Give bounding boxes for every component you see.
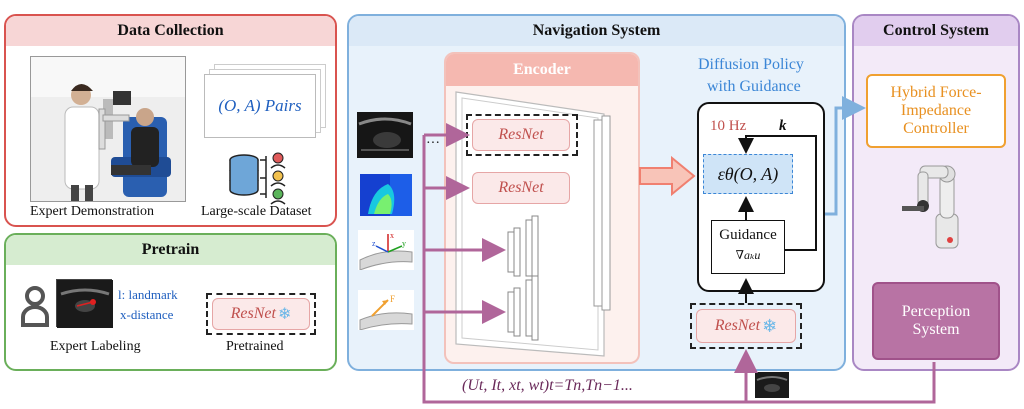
pretrained-resnet-label: ResNet (230, 305, 276, 322)
perception-system-block: Perception System (872, 282, 1000, 360)
encoder-resnet-2: ResNet (472, 172, 570, 204)
oa-pairs-label: (O, A) Pairs (204, 74, 316, 138)
encoder-resnet-2-label: ResNet (498, 179, 544, 196)
perception-resnet-frame (690, 303, 802, 349)
policy-title-line1: Diffusion Policy (698, 56, 804, 73)
perception-resnet-label: ResNet (714, 317, 761, 334)
snowflake-icon: ❄ (762, 315, 778, 336)
epsilon-label: εθ(O, A) (717, 163, 779, 184)
dataset-caption: Large-scale Dataset (201, 204, 312, 219)
expert-demonstration-photo (30, 56, 186, 202)
oa-pairs-stack: (O, A) Pairs (204, 64, 330, 142)
hybrid-controller-block: Hybrid Force-Impedance Controller (866, 74, 1006, 148)
robot-arm-image (888, 154, 978, 254)
epsilon-block: εθ(O, A) (703, 154, 793, 194)
k-label: k (779, 118, 787, 134)
gradient-label: ∇aₖu (735, 248, 761, 262)
svg-text:F: F (390, 294, 395, 304)
data-collection-title: Data Collection (6, 16, 335, 46)
pretrained-resnet-block: ResNet ❄ (212, 298, 310, 330)
pretrained-resnet-frame (206, 293, 316, 335)
perception-resnet-block: ResNet ❄ (696, 309, 796, 343)
feedback-ultrasound-thumbnail (755, 372, 789, 398)
labeled-ultrasound-image (56, 279, 113, 328)
landmark-label: l: landmark (118, 287, 178, 302)
encoder-layers (455, 91, 611, 357)
encoder-resnet-1: ResNet (472, 119, 570, 151)
input-ellipsis: ··· (426, 136, 440, 151)
policy-title-line2: with Guidance (707, 78, 801, 95)
svg-text:y: y (402, 239, 406, 248)
history-formula: (Ut, It, xt, wt)t=Tn,Tn−1... (462, 377, 633, 394)
encoder-title: Encoder (446, 54, 638, 86)
pretrain-panel: Pretrain l: landmark x-distance Expert L… (4, 233, 337, 371)
hybrid-controller-label: Hybrid Force-Impedance Controller (890, 84, 982, 137)
navigation-title: Navigation System (349, 16, 844, 46)
pose-input-thumbnail: z y x (358, 230, 414, 271)
depth-input-thumbnail (360, 174, 412, 216)
frequency-label: 10 Hz (710, 118, 747, 134)
distance-label: x-distance (120, 307, 174, 322)
svg-text:z: z (372, 239, 376, 248)
snowflake-icon: ❄ (277, 306, 292, 323)
pretrain-title: Pretrain (6, 235, 335, 265)
guidance-label: Guidance (719, 227, 777, 243)
control-title: Control System (854, 16, 1018, 46)
data-collection-panel: Data Collection Expert Demonstr (4, 14, 337, 227)
pretrained-caption: Pretrained (226, 339, 284, 354)
expert-demonstration-caption: Expert Demonstration (30, 204, 155, 219)
expert-labeling-caption: Expert Labeling (50, 339, 141, 354)
guidance-block: Guidance ∇aₖu (711, 220, 785, 274)
encoder-resnet-1-label: ResNet (498, 126, 544, 143)
ultrasound-input-thumbnail (357, 112, 413, 158)
svg-text:x: x (390, 231, 394, 240)
force-input-thumbnail: F (358, 290, 414, 331)
perception-system-label: Perception System (901, 303, 971, 338)
person-icon (20, 285, 50, 327)
dataset-icon (228, 150, 298, 206)
